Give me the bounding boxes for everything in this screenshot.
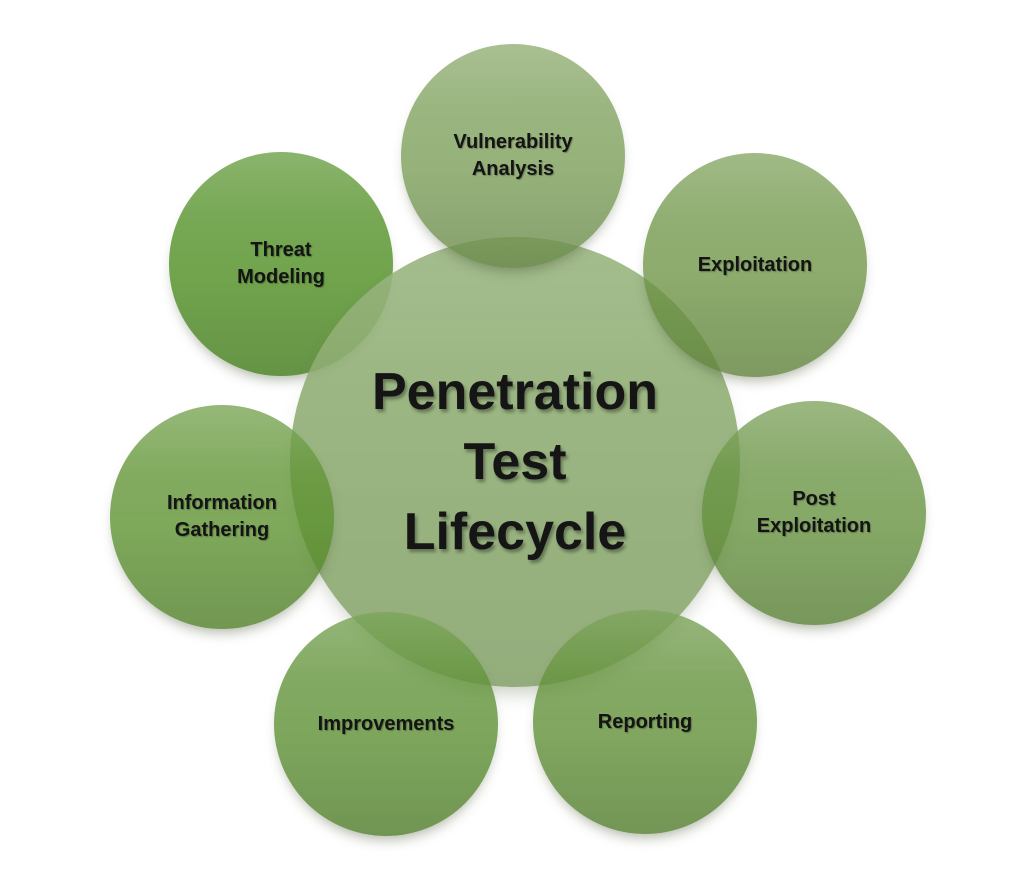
node-post-exploitation: Post Exploitation [702, 401, 926, 625]
node-center-lifecycle: Penetration Test Lifecycle [290, 237, 740, 687]
node-threat-modeling: Threat Modeling [169, 152, 393, 376]
node-label-post-exploitation: Post Exploitation [756, 488, 872, 537]
node-information-gathering: Information Gathering [110, 405, 334, 629]
diagram-title: Penetration Test Lifecycle [371, 363, 659, 561]
node-label-information-gathering: Information Gathering [167, 492, 277, 541]
node-improvements: Improvements [274, 612, 498, 836]
node-label-improvements: Improvements [317, 712, 455, 735]
node-label-threat-modeling: Threat Modeling [237, 239, 325, 288]
node-label-reporting: Reporting [597, 710, 693, 733]
node-label-vulnerability-analysis: Vulnerability Analysis [453, 131, 573, 180]
node-vulnerability-analysis: Vulnerability Analysis [401, 44, 625, 268]
node-reporting: Reporting [533, 610, 757, 834]
node-label-exploitation: Exploitation [697, 253, 813, 276]
node-exploitation: Exploitation [643, 153, 867, 377]
